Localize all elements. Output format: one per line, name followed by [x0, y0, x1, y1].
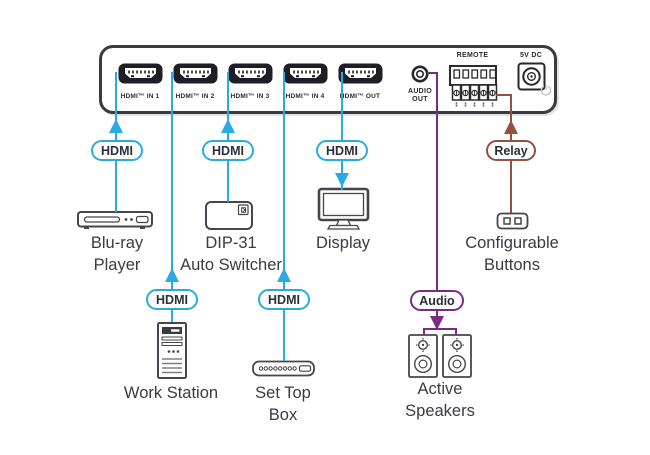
audio-cable	[436, 72, 438, 292]
hdmi-cable-in2	[171, 72, 173, 322]
hdmi-badge: HDMI	[146, 289, 198, 310]
hdmi-cable-out	[341, 72, 343, 190]
settop-box-icon	[251, 358, 316, 384]
port-label-in3: HDMI™ IN 3	[230, 93, 270, 100]
relay-badge: Relay	[486, 140, 536, 161]
audio-out-label: AUDIO OUT	[407, 88, 433, 103]
hdmi-badge: HDMI	[91, 140, 143, 161]
audio-out-jack-icon	[411, 65, 429, 88]
configurable-buttons-label: Configurable Buttons	[465, 234, 559, 274]
audio-cable	[436, 310, 438, 318]
display-icon	[317, 187, 370, 237]
hdmi-port-in1-icon	[118, 63, 163, 89]
hdmi-port-out-icon	[338, 63, 383, 89]
hdmi-cable-in4	[283, 72, 285, 361]
hdmi-badge: HDMI	[316, 140, 368, 161]
arrow-up-icon	[277, 268, 291, 282]
power-connector-icon	[517, 62, 546, 96]
arrow-up-icon	[165, 268, 179, 282]
arrow-up-icon	[109, 119, 123, 133]
arrow-up-icon	[221, 119, 235, 133]
remote-terminal-block-icon	[448, 62, 498, 113]
hdmi-port-in2-icon	[173, 63, 218, 89]
hdmi-cable-in3	[227, 72, 229, 202]
bluray-player-label: Blu-ray Player	[90, 234, 144, 274]
bluray-player-icon	[76, 210, 154, 236]
relay-cable-stub	[496, 94, 512, 96]
hdmi-port-in4-icon	[283, 63, 328, 89]
remote-label: REMOTE	[456, 52, 489, 59]
power-standby-icon	[540, 84, 552, 102]
arrow-down-icon	[335, 173, 349, 187]
speakers-icon	[407, 333, 473, 384]
workstation-label: Work Station	[123, 384, 219, 402]
port-label-in2: HDMI™ IN 2	[175, 93, 215, 100]
audio-cable-stub	[427, 72, 438, 74]
audio-cable	[423, 328, 425, 335]
settop-box-label: Set Top Box	[255, 384, 311, 424]
audio-cable	[455, 328, 457, 335]
port-label-in1: HDMI™ IN 1	[120, 93, 160, 100]
workstation-icon	[156, 321, 188, 385]
hdmi-port-in3-icon	[228, 63, 273, 89]
configurable-buttons-icon	[496, 212, 529, 235]
hdmi-badge: HDMI	[258, 289, 310, 310]
arrow-up-icon	[504, 120, 518, 134]
hdmi-badge: HDMI	[202, 140, 254, 161]
dip31-device-icon	[204, 200, 254, 236]
audio-badge: Audio	[410, 290, 464, 311]
port-label-in4: HDMI™ IN 4	[285, 93, 325, 100]
display-label: Display	[315, 234, 371, 252]
power-label: 5V DC	[519, 52, 543, 59]
arrow-down-icon	[430, 316, 444, 330]
speakers-label: Active Speakers	[405, 380, 475, 420]
port-label-out: HDMI™ OUT	[339, 93, 381, 100]
dip31-label: DIP-31 Auto Switcher	[180, 234, 282, 274]
